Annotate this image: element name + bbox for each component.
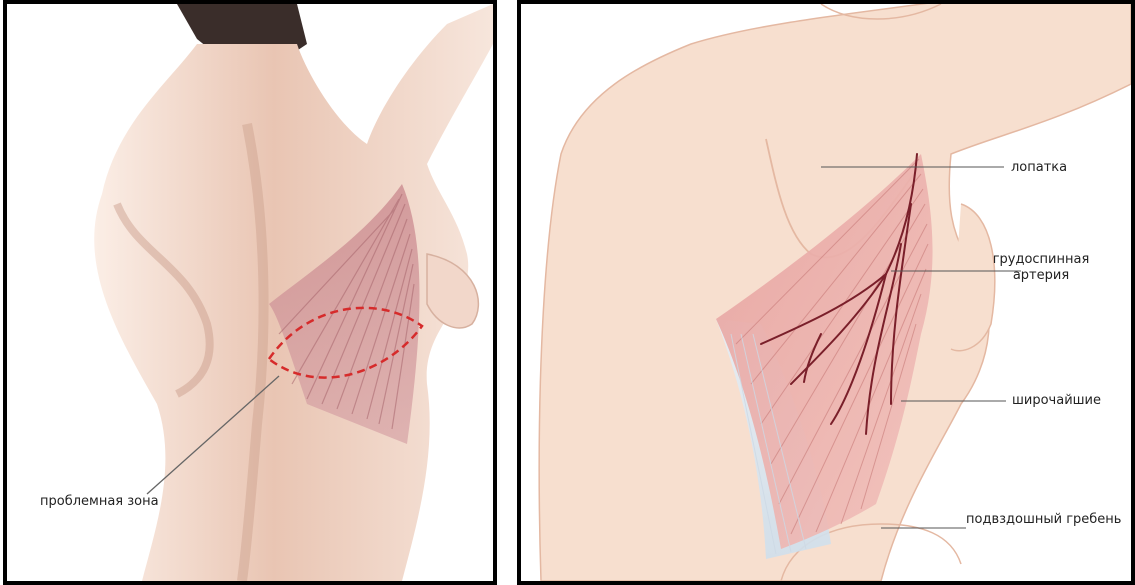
thoracodorsal-artery-label: грудоспинная артерия xyxy=(971,252,1111,284)
anatomy-diagram xyxy=(521,4,1131,581)
left-illustration-panel: проблемная зона xyxy=(3,0,497,585)
iliac-crest-label: подвздошный гребень xyxy=(966,512,1121,528)
latissimus-label: широчайшие xyxy=(1012,393,1101,409)
thoracodorsal-artery-label-line1: грудоспинная xyxy=(971,252,1111,268)
scapula-label: лопатка xyxy=(1011,160,1067,176)
thoracodorsal-artery-label-line2: артерия xyxy=(971,268,1111,284)
problem-zone-label: проблемная зона xyxy=(40,494,159,510)
right-diagram-panel: лопатка грудоспинная артерия широчайшие … xyxy=(517,0,1135,585)
